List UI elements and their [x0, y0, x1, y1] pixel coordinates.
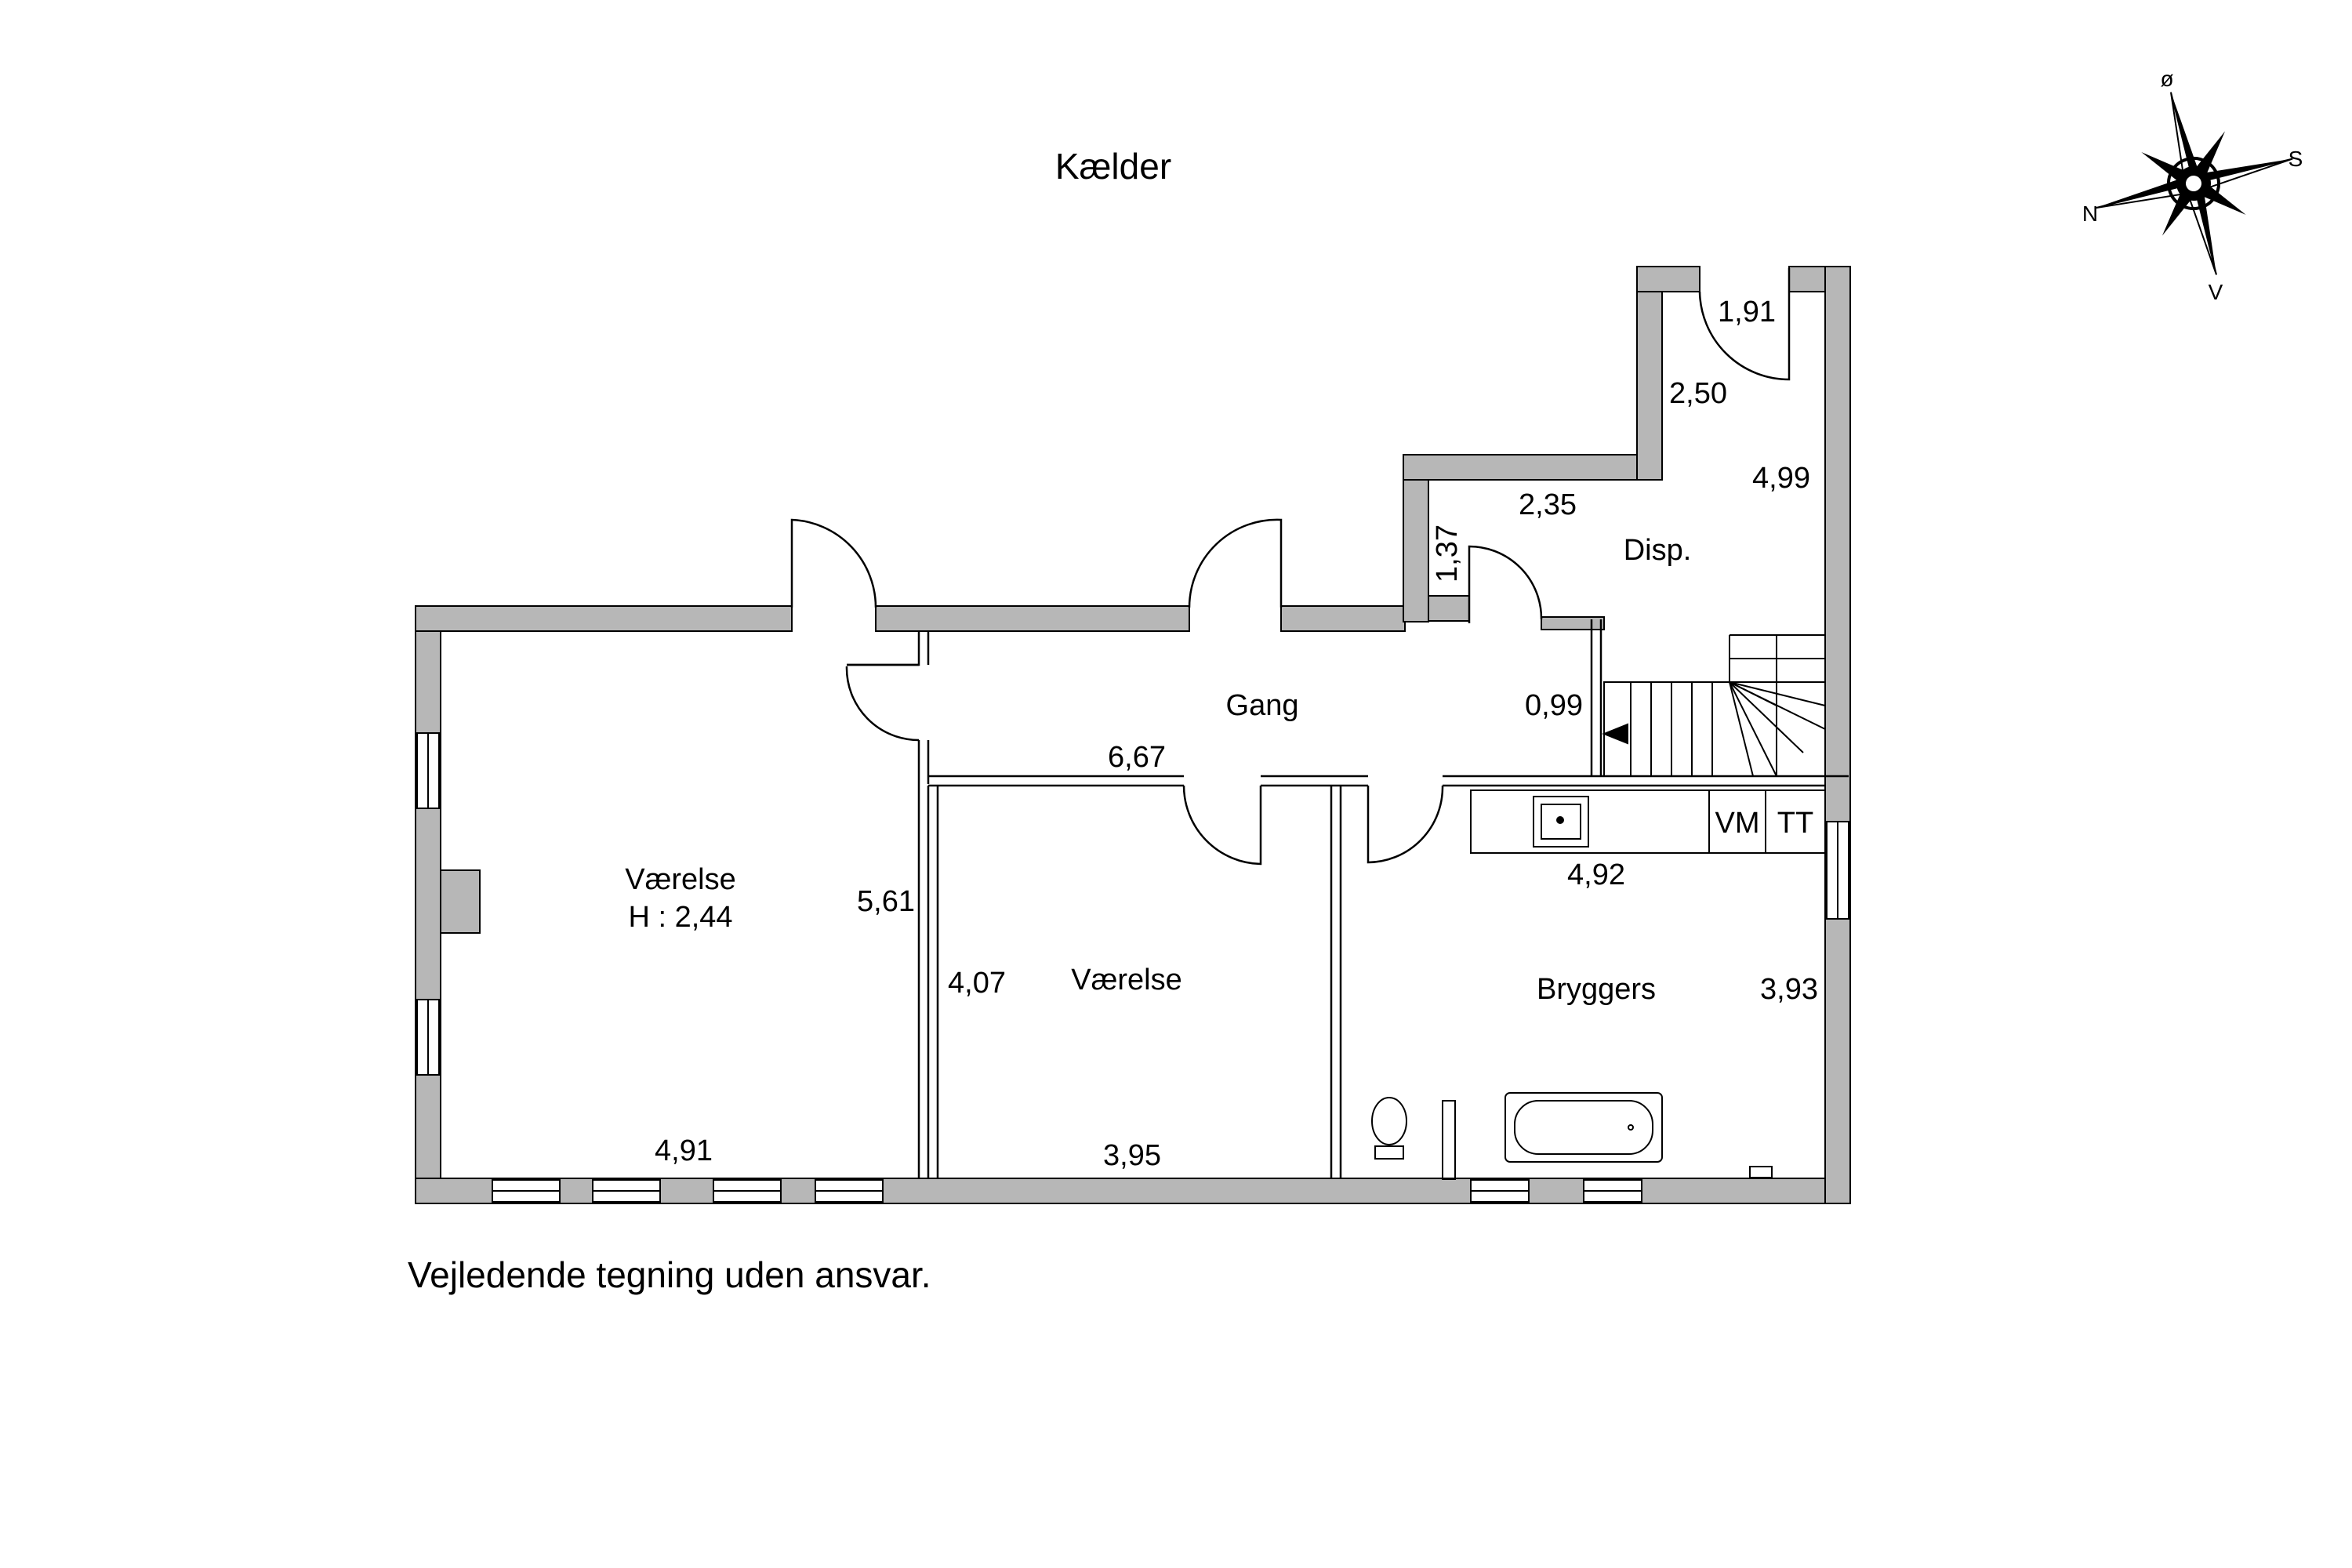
- wall-top-1: [415, 605, 793, 632]
- room-name-vaerelse-small: Værelse: [1071, 964, 1182, 996]
- doors: [790, 268, 1791, 866]
- dim-disp-top: 1,91: [1718, 296, 1776, 328]
- dim-vaerelse-large-width: 4,91: [655, 1134, 713, 1167]
- door-bryggers: [1367, 785, 1444, 864]
- dim-disp-d: 4,99: [1752, 462, 1810, 495]
- dim-gang-width: 0,99: [1525, 689, 1583, 722]
- door-room2: [1182, 785, 1262, 866]
- dim-vaerelse-large-depth: 5,61: [857, 885, 915, 918]
- sink: [1533, 796, 1589, 848]
- door-top-room1: [790, 518, 877, 608]
- wall-top-3: [1280, 605, 1406, 632]
- toilet: [1371, 1097, 1407, 1145]
- room-name-vaerelse-large: Værelse: [625, 863, 736, 896]
- dim-disp-c: 1,37: [1431, 524, 1464, 583]
- wall-gang-right: [1590, 619, 1602, 776]
- room-name-disp: Disp.: [1624, 534, 1692, 567]
- label-tt: TT: [1777, 807, 1813, 840]
- wall-right: [1824, 266, 1851, 1204]
- wall-top-2: [875, 605, 1190, 632]
- walls: [415, 266, 1851, 1204]
- dim-disp-a: 2,50: [1669, 377, 1727, 410]
- label-vm: VM: [1715, 807, 1760, 840]
- dim-vaerelse-small-depth: 4,07: [948, 967, 1006, 1000]
- gang-left-top: [847, 631, 920, 666]
- partition-wall: [1442, 1100, 1456, 1180]
- wall-disp-door-stub: [1428, 595, 1470, 622]
- wall-room2-right: [1330, 786, 1342, 1178]
- room-name-gang: Gang: [1226, 689, 1299, 722]
- counter: [1470, 789, 1826, 854]
- door-top-gang: [1188, 518, 1283, 608]
- windows: [416, 732, 1849, 1203]
- compass-label-s: S: [2288, 147, 2303, 171]
- bathtub: [1504, 1092, 1663, 1163]
- wall-gang-step: [1541, 616, 1605, 630]
- dim-gang-length: 6,67: [1108, 741, 1166, 774]
- dim-bryggers-width: 4,92: [1567, 858, 1625, 891]
- compass-label-v: V: [2209, 280, 2223, 304]
- compass-label-n: N: [2082, 201, 2098, 226]
- inner-walls: [847, 619, 1849, 1178]
- room-name-bryggers: Bryggers: [1537, 973, 1656, 1006]
- room-height-label: H : 2,44: [628, 901, 732, 934]
- wall-disp-step: [1403, 454, 1663, 481]
- door-disp: [1468, 545, 1543, 623]
- wall-room2-left: [927, 786, 939, 1178]
- plan-title: Kælder: [1055, 146, 1171, 187]
- disclaimer-text: Vejledende tegning uden ansvar.: [408, 1254, 931, 1295]
- chimney: [440, 869, 481, 934]
- wall-disp-left: [1403, 454, 1429, 622]
- wall-disp-inner: [1636, 266, 1663, 481]
- wall-left: [415, 605, 441, 1203]
- sink-basin: [1541, 804, 1581, 840]
- bryggers-fixtures: [1371, 789, 1826, 1180]
- dim-vaerelse-small-width: 3,95: [1103, 1139, 1161, 1172]
- dim-disp-b: 2,35: [1519, 488, 1577, 521]
- drain: [1749, 1166, 1773, 1178]
- compass-label-o: ø: [2160, 67, 2173, 91]
- wall-disp-top-a: [1636, 266, 1700, 292]
- stairs: [1602, 634, 1826, 777]
- door-disp-outer: [1698, 268, 1791, 381]
- dim-bryggers-depth: 3,93: [1760, 973, 1818, 1006]
- door-room1: [845, 663, 920, 742]
- compass-rose-icon: [2094, 92, 2293, 275]
